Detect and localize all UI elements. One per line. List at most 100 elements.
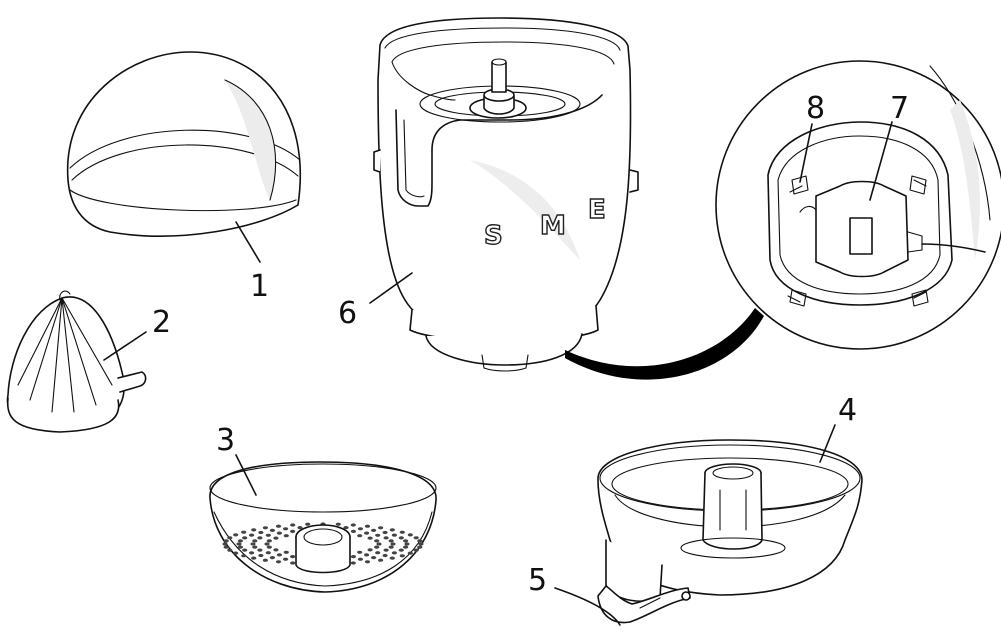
filter-hole: [222, 542, 228, 546]
filter-hole: [262, 526, 268, 530]
filter-hole: [250, 542, 256, 546]
leader-line-7: [869, 121, 893, 201]
filter-hole: [364, 560, 371, 564]
filter-hole: [367, 548, 373, 552]
filter-hole: [257, 536, 263, 540]
filter-hole: [399, 530, 405, 534]
filter-hole: [364, 553, 370, 557]
filter-hole: [374, 539, 380, 543]
pulp-filter: [209, 461, 437, 593]
filter-hole: [357, 550, 363, 554]
filter-hole: [399, 554, 405, 558]
filter-hole: [283, 550, 289, 554]
filter-hole: [417, 539, 423, 543]
filter-hole: [262, 558, 268, 562]
filter-hole: [343, 526, 349, 530]
leader-line-8: [799, 123, 813, 183]
filter-hole: [367, 536, 373, 540]
filter-hole: [223, 539, 229, 543]
part-label-4: 4: [838, 393, 857, 428]
filter-hole: [388, 539, 394, 543]
filter-hole: [350, 555, 356, 559]
filter-hole: [237, 545, 243, 549]
part-label-5: 5: [528, 563, 547, 598]
filter-hole: [378, 526, 384, 530]
part-label-3: 3: [216, 423, 235, 458]
filter-hole: [276, 553, 282, 557]
filter-hole: [237, 539, 243, 543]
filter-hole: [251, 556, 257, 560]
filter-hole: [233, 551, 239, 555]
filter-hole: [375, 551, 381, 555]
filter-hole: [265, 551, 271, 555]
filter-hole: [376, 542, 382, 546]
filter-hole: [275, 524, 282, 528]
filter-hole: [371, 556, 377, 560]
filter-hole: [233, 533, 239, 537]
filter-hole: [391, 551, 397, 555]
lid-dome: [66, 51, 302, 237]
detail-pointer-arrow: [565, 308, 764, 380]
filter-hole: [350, 529, 356, 534]
detail-inset: [715, 60, 1001, 350]
filter-hole: [276, 531, 282, 535]
brand-letter-e: E: [588, 195, 606, 225]
filter-hole: [269, 556, 275, 560]
filter-hole: [223, 545, 229, 549]
filter-hole: [357, 557, 363, 561]
filter-hole: [264, 542, 270, 546]
leader-line-4: [819, 424, 836, 463]
filter-hole: [374, 545, 380, 549]
filter-hole: [398, 548, 404, 552]
filter-hole: [241, 530, 247, 534]
filter-hole: [273, 548, 279, 552]
filter-hole: [290, 555, 296, 559]
filter-hole: [252, 545, 258, 549]
filter-hole: [389, 556, 395, 560]
filter-hole: [335, 522, 341, 526]
filter-hole: [407, 551, 413, 555]
filter-hole: [227, 536, 233, 540]
filter-hole: [375, 533, 381, 537]
filter-hole: [265, 533, 271, 537]
filter-hole: [403, 539, 409, 543]
filter-hole: [364, 531, 370, 535]
filter-hole: [388, 545, 394, 549]
filter-hole: [413, 548, 419, 552]
juicer-cone: [6, 290, 147, 433]
brand-letter-s: S: [484, 221, 503, 251]
filter-hole: [404, 542, 410, 546]
filter-hole: [357, 534, 363, 538]
part-label-7: 7: [890, 91, 909, 126]
filter-hole: [275, 560, 282, 564]
filter-hole: [389, 528, 395, 532]
brand-letter-m: M: [540, 211, 566, 241]
motor-body: S M E: [373, 17, 639, 372]
part-label-1: 1: [250, 269, 269, 304]
filter-hole: [305, 522, 311, 526]
filter-hole: [417, 545, 423, 549]
filter-hole: [383, 536, 389, 540]
filter-hole: [273, 536, 279, 540]
filter-hole: [258, 530, 264, 535]
filter-hole: [266, 539, 272, 543]
filter-hole: [269, 528, 275, 533]
filter-hole: [242, 548, 248, 552]
part-labels: 1 2 3 4 5 6 7 8: [152, 91, 909, 598]
filter-hole: [398, 536, 404, 540]
filter-hole: [266, 545, 272, 549]
filter-hole: [242, 536, 248, 540]
filter-hole: [418, 542, 424, 546]
filter-hole: [290, 529, 296, 534]
part-label-6: 6: [338, 296, 357, 331]
brand-emboss: S M E: [483, 194, 606, 251]
leader-line-3: [235, 454, 257, 496]
filter-hole: [227, 548, 233, 552]
part-label-2: 2: [152, 305, 171, 340]
filter-hole: [297, 526, 303, 530]
filter-hole: [357, 527, 363, 531]
filter-hole: [241, 554, 247, 558]
filter-hole: [290, 561, 296, 565]
filter-hole: [378, 558, 384, 562]
